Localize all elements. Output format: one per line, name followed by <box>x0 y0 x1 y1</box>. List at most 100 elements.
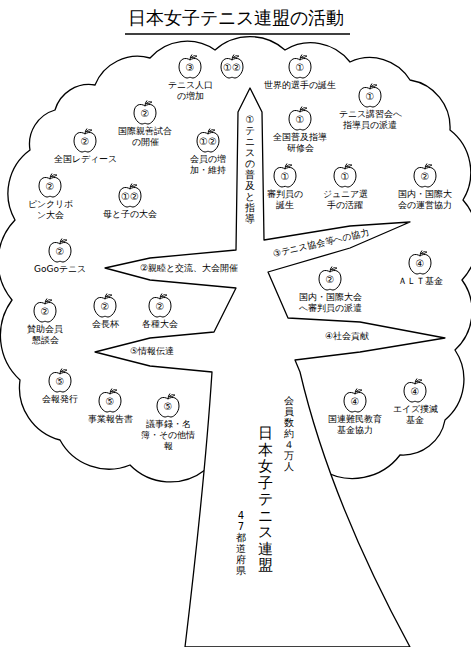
apple-node: ②GoGoテニス <box>32 237 88 275</box>
activity-label: 審判員の誕生 <box>266 189 304 211</box>
apple-leaf <box>301 108 307 110</box>
apple-node: ②国内・国際大会へ審判員の派遣 <box>297 265 363 314</box>
apple-node: ⑤ 事業報告書 <box>85 387 135 425</box>
category-number: ③ <box>175 61 205 75</box>
apple-shape: ② <box>315 265 345 291</box>
category-number: ② <box>145 300 175 314</box>
category-number: ② <box>130 107 160 121</box>
apple-shape: ② <box>130 99 160 125</box>
apple-shape: ④ <box>405 249 435 275</box>
apple-node: ② 国際親善試合の開催 <box>117 99 173 148</box>
apple-shape: ⑤ <box>153 392 183 418</box>
branch-label: ⑤情報伝達 <box>130 346 174 357</box>
apple-leaf <box>371 85 377 87</box>
apple-node: ⑤ 議事録・名簿・その他情報 <box>140 392 196 451</box>
apple-node: ② 会長杯 <box>85 292 125 330</box>
trunk-label: 会員数約４万人 <box>284 395 294 472</box>
category-number: ① <box>270 170 300 184</box>
apple-leaf <box>421 252 427 254</box>
apple-shape: ② <box>90 292 120 318</box>
activity-label: 国内・国際大会へ審判員の派遣 <box>297 292 363 314</box>
apple-shape: ② <box>30 297 60 323</box>
activity-label: ＡＬＴ基金 <box>395 276 445 287</box>
branch-label: ④社会貢献 <box>325 331 369 342</box>
diagram-title: 日本女子テニス連盟の活動 <box>0 7 471 29</box>
apple-leaf <box>331 268 337 270</box>
branch-label: ②親睦と交流、大会開催 <box>140 263 238 274</box>
apple-shape: ① <box>330 162 360 188</box>
apple-leaf <box>111 390 117 392</box>
apple-shape: ② <box>145 292 175 318</box>
activity-label: 会報発行 <box>40 394 80 405</box>
category-number: ⑤ <box>95 395 125 409</box>
category-number: ④ <box>405 257 435 271</box>
category-number: ① <box>330 170 360 184</box>
activity-label: 全国レディース <box>52 154 118 165</box>
apple-leaf <box>169 395 175 397</box>
apple-leaf <box>416 380 422 382</box>
apple-node: ② 全国レディース <box>52 127 118 165</box>
apple-node: ①② <box>217 53 247 79</box>
apple-shape: ② <box>35 172 65 198</box>
category-number: ⑤ <box>153 400 183 414</box>
apple-node: ③ テニス人口の増加 <box>165 53 215 102</box>
category-number: ② <box>90 300 120 314</box>
category-number: ④ <box>400 385 430 399</box>
apple-leaf <box>86 130 92 132</box>
category-number: ② <box>35 180 65 194</box>
apple-shape: ④ <box>340 387 370 413</box>
apple-node: ④ ＡＬＴ基金 <box>395 249 445 287</box>
activity-label: 賛助会員懇談会 <box>26 324 64 346</box>
category-number: ① <box>355 90 385 104</box>
apple-shape: ① <box>355 82 385 108</box>
apple-shape: ① <box>285 105 315 131</box>
category-number: ①② <box>115 190 145 204</box>
category-number: ① <box>285 113 315 127</box>
apple-node: ⑤ 会報発行 <box>40 367 80 405</box>
apple-node: ② 賛助会員懇談会 <box>26 297 64 346</box>
apple-shape: ①② <box>115 182 145 208</box>
apple-node: ①全国普及指導研修会 <box>272 105 328 154</box>
apple-shape: ⑤ <box>95 387 125 413</box>
activity-label: ピンクリボン大会 <box>27 199 73 221</box>
title-underline <box>125 33 350 35</box>
apple-leaf <box>209 130 215 132</box>
apple-node: ①② 母と子の大会 <box>100 182 160 220</box>
activity-label: 議事録・名簿・その他情報 <box>140 419 196 451</box>
apple-node: ①ジュニア選手の活躍 <box>322 162 369 211</box>
apple-leaf <box>61 370 67 372</box>
apple-shape: ③ <box>175 53 205 79</box>
apple-shape: ⑤ <box>45 367 75 393</box>
activity-label: 事業報告書 <box>85 414 135 425</box>
category-number: ⑤ <box>45 375 75 389</box>
category-number: ④ <box>340 395 370 409</box>
apple-leaf <box>106 295 112 297</box>
apple-leaf <box>286 165 292 167</box>
activity-label: 母と子の大会 <box>100 209 160 220</box>
apple-leaf <box>191 56 197 58</box>
apple-node: ④エイズ撲滅基金 <box>392 377 438 426</box>
category-number: ② <box>30 305 60 319</box>
activity-label: テニス人口の増加 <box>165 80 215 102</box>
trunk-label: 日本女子テニス連盟 <box>258 425 273 574</box>
apple-leaf <box>131 185 137 187</box>
category-number: ② <box>70 135 100 149</box>
apple-shape: ①② <box>193 127 223 153</box>
category-number: ①② <box>217 61 247 75</box>
activity-label: 国際親善試合の開催 <box>117 126 173 148</box>
activity-label: 会員の増加・維持 <box>183 154 233 176</box>
apple-node: ①テニス講習会へ指導員の派遣 <box>338 82 402 131</box>
apple-node: ①②会員の増加・維持 <box>183 127 233 176</box>
apple-shape: ② <box>70 127 100 153</box>
apple-leaf <box>161 295 167 297</box>
apple-node: ④国連難民教育基金協力 <box>327 387 383 436</box>
activity-label: 会長杯 <box>85 319 125 330</box>
apple-node: ② ピンクリボン大会 <box>27 172 73 221</box>
apple-shape: ①② <box>217 53 247 79</box>
apple-shape: ① <box>270 162 300 188</box>
tree-trunk <box>95 88 445 647</box>
category-number: ② <box>410 170 440 184</box>
apple-shape: ④ <box>400 377 430 403</box>
